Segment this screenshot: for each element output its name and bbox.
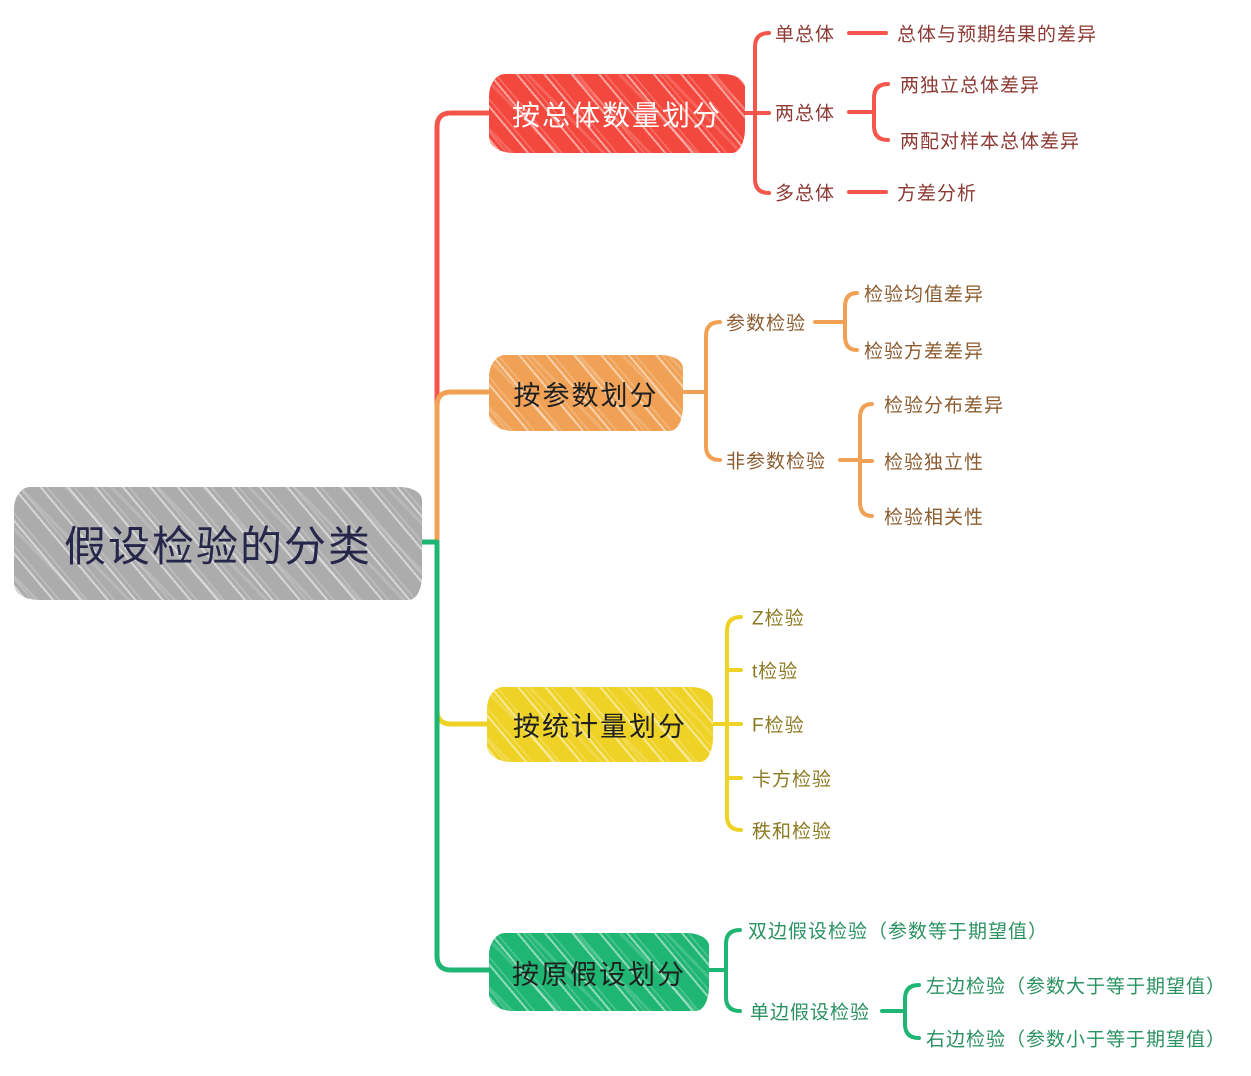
topic-single-population[interactable]: 单总体 (775, 24, 836, 46)
topic-by-statistic-label: 按统计量划分 (513, 712, 687, 742)
leaf-right-sided-test[interactable]: 右边检验（参数小于等于期望值） (926, 1029, 1227, 1051)
connector-red-children (743, 31, 890, 195)
topic-by-parameter[interactable]: 按参数划分 (489, 355, 683, 431)
leaf-anova[interactable]: 方差分析 (897, 183, 978, 205)
topic-by-parameter-label: 按参数划分 (513, 380, 659, 411)
leaf-rank-sum-test[interactable]: 秩和检验 (752, 821, 833, 843)
leaf-test-correlation[interactable]: 检验相关性 (884, 507, 985, 529)
leaf-diff-from-expected[interactable]: 总体与预期结果的差异 (897, 24, 1098, 46)
topic-by-population-count[interactable]: 按总体数量划分 (489, 74, 745, 153)
topic-parametric-test[interactable]: 参数检验 (726, 313, 807, 335)
topic-by-null-hypothesis-label: 按原假设划分 (512, 959, 686, 990)
topic-by-statistic[interactable]: 按统计量划分 (487, 687, 713, 762)
leaf-test-mean-diff[interactable]: 检验均值差异 (864, 284, 985, 306)
connector-trunk-yellow (434, 707, 490, 727)
leaf-t-test[interactable]: t检验 (752, 661, 799, 683)
connector-yellow-children (711, 615, 743, 832)
connector-trunk-green (418, 539, 492, 973)
leaf-two-independent-diff[interactable]: 两独立总体差异 (900, 75, 1041, 97)
leaf-test-variance-diff[interactable]: 检验方差差异 (864, 341, 985, 363)
connector-trunk-orange (434, 389, 491, 545)
leaf-two-sided-test[interactable]: 双边假设检验（参数等于期望值） (748, 921, 1049, 943)
topic-multi-population[interactable]: 多总体 (775, 183, 836, 205)
topic-by-null-hypothesis[interactable]: 按原假设划分 (489, 933, 709, 1011)
connector-trunk-red (434, 110, 491, 545)
leaf-two-paired-diff[interactable]: 两配对样本总体差异 (900, 131, 1081, 153)
topic-one-sided-test[interactable]: 单边假设检验 (750, 1002, 871, 1024)
topic-nonparametric-test[interactable]: 非参数检验 (726, 451, 827, 473)
topic-root[interactable]: 假设检验的分类 (14, 487, 422, 600)
leaf-test-independence[interactable]: 检验独立性 (884, 452, 985, 474)
leaf-left-sided-test[interactable]: 左边检验（参数大于等于期望值） (926, 976, 1227, 998)
topic-root-label: 假设检验的分类 (63, 523, 372, 570)
leaf-test-distribution-diff[interactable]: 检验分布差异 (884, 395, 1005, 417)
topic-by-population-count-label: 按总体数量划分 (511, 99, 722, 131)
leaf-chi-square-test[interactable]: 卡方检验 (752, 769, 833, 791)
topic-two-populations[interactable]: 两总体 (775, 103, 836, 125)
leaf-f-test[interactable]: F检验 (752, 715, 805, 737)
connector-green-children (707, 928, 921, 1040)
connector-orange-children (681, 291, 874, 518)
leaf-z-test[interactable]: Z检验 (752, 608, 805, 630)
